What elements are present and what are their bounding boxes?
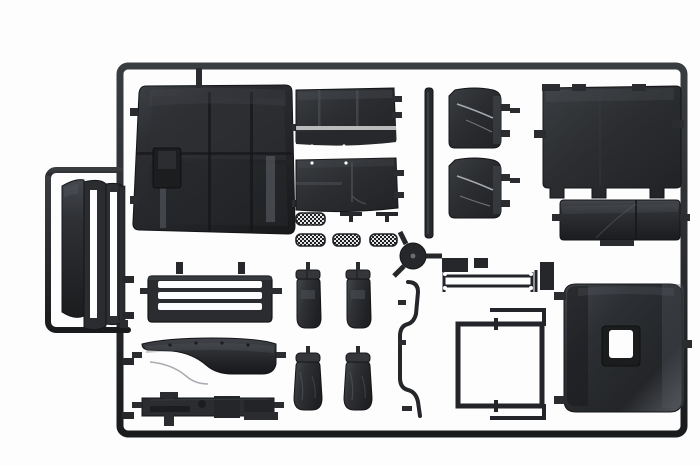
part-curved-wire-handrail — [398, 280, 422, 418]
part-seat-backrest-right — [345, 262, 372, 329]
part-cab-side-panel-lower — [295, 157, 404, 213]
part-seat-cushion-right — [343, 346, 373, 411]
part-small-bracket-cluster — [340, 212, 398, 222]
part-steering-wheel-hub-disc — [392, 230, 442, 278]
part-front-grille-louvre-panel — [61, 179, 128, 331]
part-mesh-grille-insert-d — [369, 233, 398, 247]
part-bracket-block — [442, 258, 554, 290]
part-sleeper-cab-lower-bar — [552, 199, 690, 246]
part-mesh-grille-insert-a — [295, 212, 326, 226]
part-trim-strip-rod — [424, 87, 434, 239]
part-seat-cushion-left — [293, 346, 323, 411]
part-front-bumper-spoiler — [132, 337, 286, 385]
part-cab-side-panel-upper — [295, 87, 402, 148]
part-front-grille-slatted — [140, 275, 282, 323]
part-rear-wall-with-window — [554, 283, 692, 413]
part-mesh-grille-insert-b — [295, 233, 326, 247]
window-cutout — [609, 330, 633, 358]
part-window-frame-square — [455, 308, 546, 420]
part-cab-roof-panel — [130, 68, 300, 235]
part-rear-cab-wall-panel — [534, 84, 684, 199]
part-mesh-grille-insert-c — [332, 233, 361, 247]
part-front-mudguard-right — [448, 157, 520, 219]
sprue-attachment-nubs — [122, 262, 245, 419]
part-seat-backrest-left — [295, 262, 322, 329]
part-front-mudguard-left — [448, 87, 520, 149]
part-chassis-crossmember — [132, 392, 284, 426]
